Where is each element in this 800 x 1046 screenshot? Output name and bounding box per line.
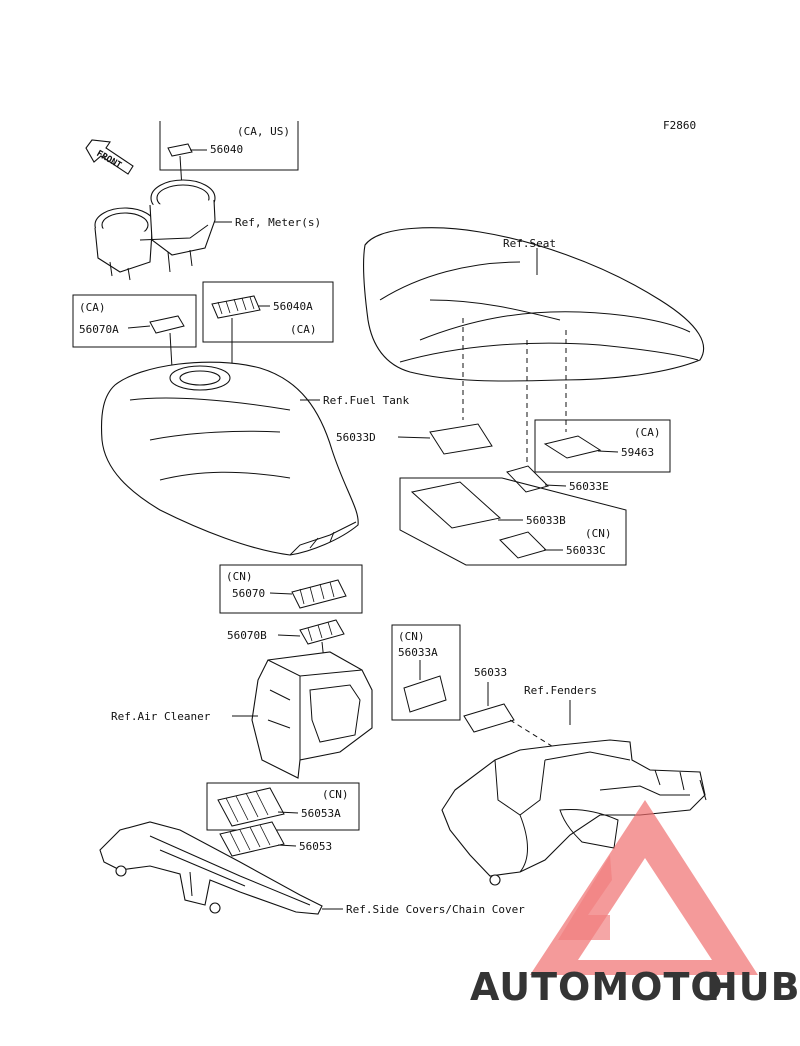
- part-56070A: 56070A: [79, 323, 119, 336]
- part-56033E: 56033E: [569, 480, 609, 493]
- label-cn-56070: (CN): [226, 570, 253, 583]
- part-56033A: 56033A: [398, 646, 438, 659]
- label-cn-56053a: (CN): [322, 788, 349, 801]
- box-56070: [219, 564, 363, 614]
- part-56033D: 56033D: [336, 431, 376, 444]
- decal-56040a: [211, 295, 261, 319]
- watermark-text-1: AUTOMOTO: [470, 965, 724, 1009]
- label-ca-56040a: (CA): [290, 323, 317, 336]
- part-56040: 56040: [210, 143, 243, 156]
- decal-56053: [219, 821, 285, 857]
- decal-56040: [167, 143, 193, 157]
- label-cn-56033c: (CN): [585, 527, 612, 540]
- box-56033a: [391, 624, 461, 721]
- front-arrow-icon: FRONT: [85, 139, 134, 175]
- label-ref-side-covers: Ref.Side Covers/Chain Cover: [346, 903, 525, 916]
- part-59463: 59463: [621, 446, 654, 459]
- label-ref-seat: Ref.Seat: [503, 237, 556, 250]
- decal-56033c: [499, 531, 547, 559]
- part-56033: 56033: [474, 666, 507, 679]
- rear-fender: [441, 739, 707, 886]
- label-ref-air-cleaner: Ref.Air Cleaner: [111, 710, 211, 723]
- air-cleaner: [251, 651, 373, 779]
- decal-56070a: [149, 315, 185, 334]
- fuel-tank: [100, 361, 359, 556]
- decal-56033a: [403, 675, 447, 713]
- box-56033b: [399, 477, 627, 566]
- decal-56070: [291, 579, 347, 609]
- label-ref-fenders: Ref.Fenders: [524, 684, 597, 697]
- label-ca-59463: (CA): [634, 426, 661, 439]
- box-56053a: [206, 782, 360, 831]
- decal-59463: [543, 435, 602, 459]
- label-ref-fuel-tank: Ref.Fuel Tank: [323, 394, 409, 407]
- decal-56053a: [217, 787, 285, 827]
- part-56053A: 56053A: [301, 807, 341, 820]
- box-59463: [534, 419, 671, 473]
- label-ref-meters: Ref, Meter(s): [235, 216, 321, 229]
- part-56070B: 56070B: [227, 629, 267, 642]
- decal-56033d: [429, 423, 493, 455]
- part-56070: 56070: [232, 587, 265, 600]
- figure-code: F2860: [663, 119, 696, 132]
- decal-56033: [463, 703, 515, 733]
- box-56040a: [202, 281, 334, 343]
- part-56040A: 56040A: [273, 300, 313, 313]
- label-cn-56033a: (CN): [398, 630, 425, 643]
- automotohub-logo: AUTOMOTO HUB: [470, 800, 800, 1009]
- decal-56033e: [506, 465, 549, 493]
- part-56033C: 56033C: [566, 544, 606, 557]
- watermark-text-2: HUB: [706, 965, 800, 1009]
- box-56070a: [72, 294, 197, 348]
- meter-label-group: (CA, US) 56040: [159, 121, 299, 189]
- part-56053: 56053: [299, 840, 332, 853]
- label-ca-56070a: (CA): [79, 301, 106, 314]
- label-ca-us: (CA, US): [237, 125, 290, 138]
- decal-56033b: [410, 481, 502, 529]
- part-56033B: 56033B: [526, 514, 566, 527]
- seat: [363, 227, 705, 382]
- meter-assembly: [94, 179, 216, 281]
- chain-cover: [99, 821, 323, 915]
- decal-56070b: [299, 619, 345, 645]
